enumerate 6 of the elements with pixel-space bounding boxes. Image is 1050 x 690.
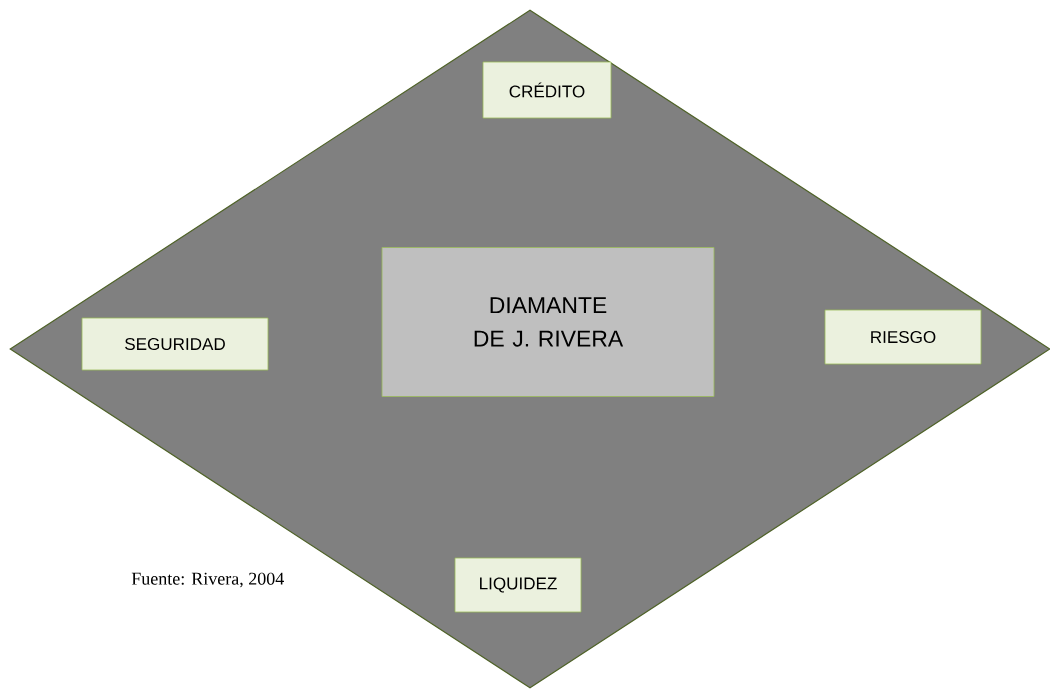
label-box: RIESGO	[824, 309, 982, 365]
caption: Fuente: Rivera, 2004	[131, 572, 284, 588]
label-box: SEGURIDAD	[81, 317, 269, 371]
title-box: DIAMANTE DE J. RIVERA	[381, 247, 715, 397]
label-box: CRÉDITO	[482, 61, 612, 119]
label-box: LIQUIDEZ	[454, 557, 582, 613]
